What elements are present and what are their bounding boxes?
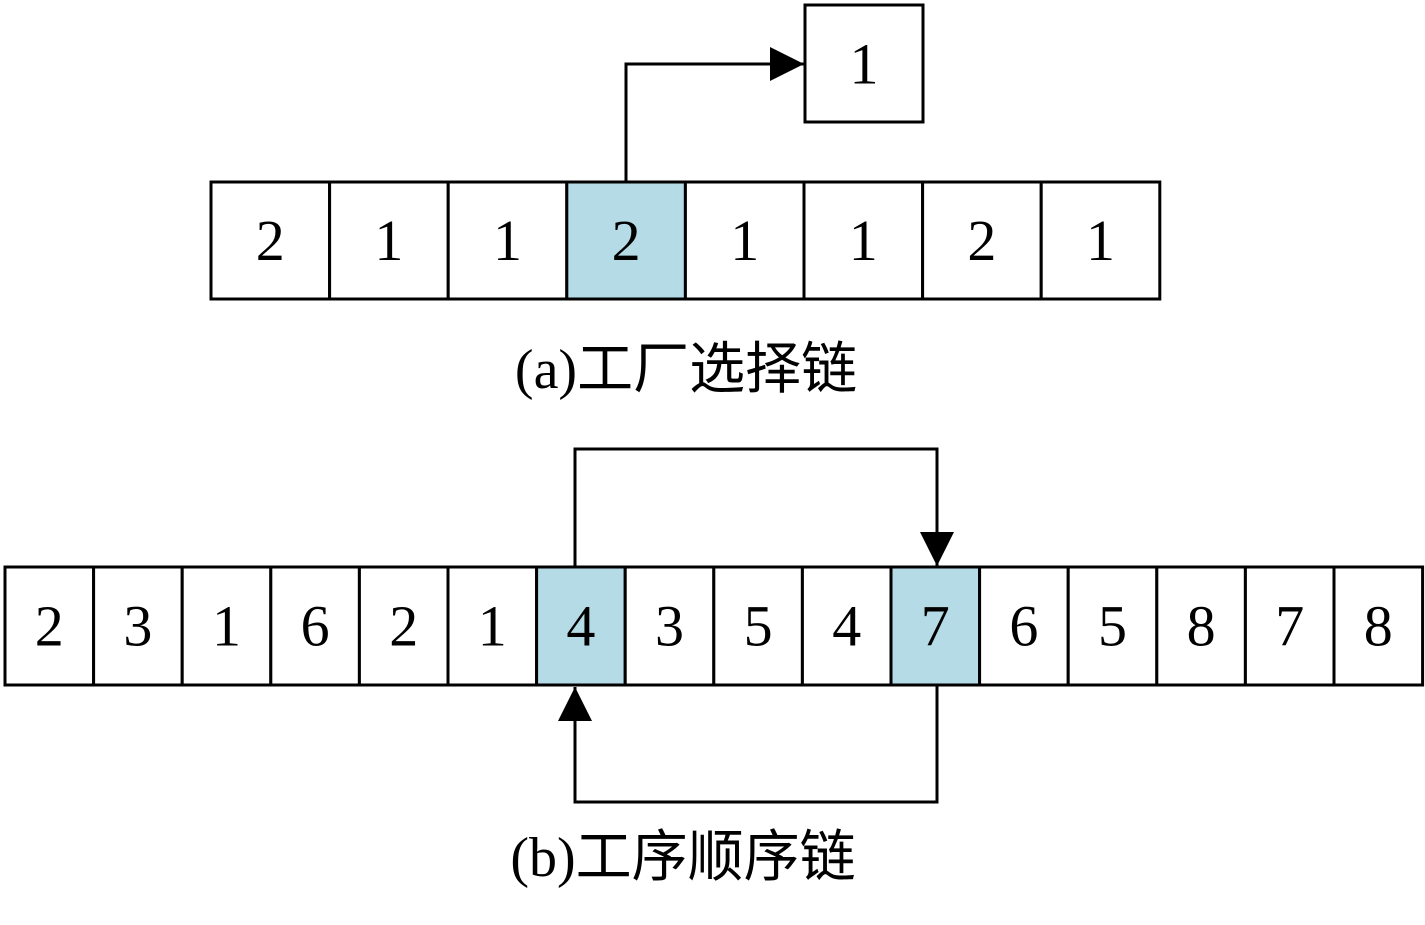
factory-gene-box: [921, 180, 1043, 301]
caption-factory-chain: (a)工厂选择链: [515, 339, 857, 401]
swap-arrow-top: [573, 447, 954, 567]
operation-gene-value: 8: [1187, 594, 1216, 659]
factory-gene-value: 1: [1086, 208, 1115, 273]
operation-gene-value: 1: [478, 594, 507, 659]
swap-arrow-bottom: [558, 686, 939, 804]
caption-operation-chain: (b)工序顺序链: [510, 827, 855, 889]
factory-selection-chain: 2 1 1 2 1 1 2 1: [209, 180, 1162, 301]
operation-gene-box: [1155, 565, 1247, 687]
operation-gene-value: 2: [389, 594, 418, 659]
factory-gene-value: 1: [849, 208, 878, 273]
operation-gene-value: 6: [301, 594, 330, 659]
operation-gene-box: [712, 565, 804, 687]
operation-gene-6: 1: [446, 565, 539, 687]
operation-gene-7: 4: [535, 565, 627, 687]
operation-gene-11: 7: [889, 565, 982, 687]
operation-gene-value: 3: [655, 594, 684, 659]
factory-gene-value: 1: [493, 208, 522, 273]
operation-gene-value: 7: [921, 594, 950, 659]
operation-gene-value: 5: [744, 594, 773, 659]
factory-gene-6: 1: [802, 180, 925, 301]
factory-gene-arrow: [624, 47, 804, 182]
factory-gene-2: 1: [328, 180, 450, 301]
operation-gene-box: [1332, 565, 1425, 687]
operation-gene-box: [357, 565, 450, 687]
operation-gene-3: 1: [180, 565, 273, 687]
factory-gene-box: [209, 180, 332, 301]
factory-gene-box: [446, 180, 569, 301]
factory-gene-7: 2: [921, 180, 1043, 301]
operation-gene-8: 3: [623, 565, 716, 687]
operation-gene-4: 6: [269, 565, 361, 687]
operation-gene-box: [3, 565, 96, 687]
operation-gene-value: 5: [1098, 594, 1127, 659]
operation-gene-box: [269, 565, 361, 687]
operation-gene-value: 6: [1009, 594, 1038, 659]
factory-gene-1: 2: [209, 180, 332, 301]
factory-gene-box: [1039, 180, 1162, 301]
selected-factory-value: 1: [850, 32, 879, 97]
operation-gene-value: 8: [1364, 594, 1393, 659]
factory-gene-value: 2: [612, 208, 641, 273]
operation-gene-14: 8: [1155, 565, 1247, 687]
operation-gene-box: [978, 565, 1070, 687]
factory-gene-value: 1: [374, 208, 403, 273]
operation-gene-box: [623, 565, 716, 687]
operation-gene-16: 8: [1332, 565, 1425, 687]
operation-gene-value: 2: [35, 594, 64, 659]
factory-gene-3: 1: [446, 180, 569, 301]
factory-gene-value: 2: [256, 208, 285, 273]
operation-gene-2: 3: [92, 565, 184, 687]
operation-gene-5: 2: [357, 565, 450, 687]
operation-gene-value: 4: [566, 594, 595, 659]
operation-gene-9: 5: [712, 565, 804, 687]
operation-gene-box: [889, 565, 982, 687]
selected-factory-cell: [803, 3, 925, 124]
operation-gene-box: [535, 565, 627, 687]
operation-gene-15: 7: [1243, 565, 1336, 687]
operation-gene-value: 1: [212, 594, 241, 659]
operation-gene-12: 6: [978, 565, 1070, 687]
factory-gene-box: [328, 180, 450, 301]
selected-factory-box: 1: [803, 3, 925, 124]
operation-gene-box: [180, 565, 273, 687]
factory-gene-4: 2: [565, 180, 687, 301]
operation-gene-10: 4: [800, 565, 893, 687]
operation-gene-value: 4: [832, 594, 861, 659]
operation-gene-1: 2: [3, 565, 96, 687]
factory-gene-value: 2: [967, 208, 996, 273]
operation-gene-value: 7: [1275, 594, 1304, 659]
operation-gene-box: [800, 565, 893, 687]
factory-gene-box: [683, 180, 806, 301]
factory-gene-value: 1: [730, 208, 759, 273]
operation-gene-box: [1066, 565, 1159, 687]
factory-gene-5: 1: [683, 180, 806, 301]
operation-gene-value: 3: [123, 594, 152, 659]
operation-gene-13: 5: [1066, 565, 1159, 687]
factory-gene-box: [802, 180, 925, 301]
factory-gene-8: 1: [1039, 180, 1162, 301]
